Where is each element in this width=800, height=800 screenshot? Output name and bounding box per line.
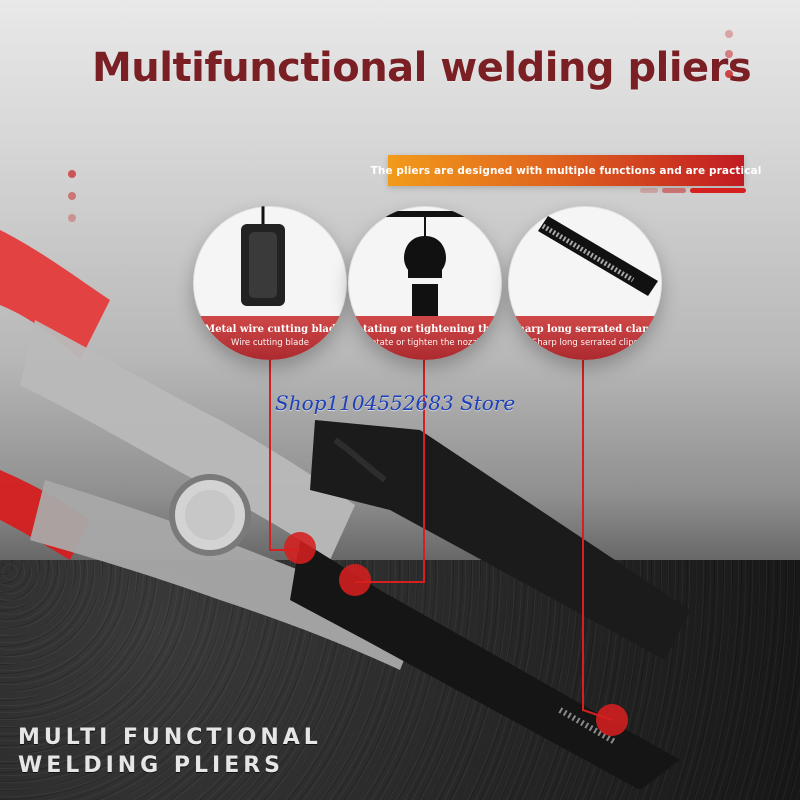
bottom-caption: MULTI FUNCTIONAL WELDING PLIERS (18, 724, 348, 779)
store-watermark: Shop1104552683 Store (275, 391, 516, 415)
feature-subtitle: Sharp long serrated clips (531, 338, 639, 348)
feature-title: Sharp long serrated clamp (510, 324, 660, 335)
page-title: Multifunctional welding pliers (92, 45, 752, 91)
feature-circle-cutting: Metal wire cutting blad Wire cutting bla… (193, 206, 347, 360)
wire-cutting-illustration (241, 206, 285, 306)
decorative-dots-top-right (723, 30, 735, 90)
decorative-dots-left (66, 170, 78, 230)
nozzle-illustration (358, 211, 492, 316)
feature-subtitle: Wire cutting blade (231, 338, 309, 348)
decorative-bar (690, 188, 746, 193)
feature-banner: The pliers are designed with multiple fu… (371, 155, 761, 186)
decorative-bar (662, 188, 686, 193)
feature-caption: Sharp long serrated clamp Sharp long ser… (508, 316, 662, 360)
feature-caption: Metal wire cutting blad Wire cutting bla… (193, 316, 347, 360)
banner-text: The pliers are designed with multiple fu… (370, 164, 762, 177)
decorative-progress-bars (640, 188, 750, 193)
decorative-bar (640, 188, 658, 193)
feature-title: Metal wire cutting blad (204, 324, 336, 335)
feature-circle-clamp: Sharp long serrated clamp Sharp long ser… (508, 206, 662, 360)
serrated-clamp-illustration (538, 216, 658, 296)
feature-subtitle: Rotate or tighten the nozzle (365, 338, 485, 348)
bottom-caption-line-2: WELDING PLIERS (18, 752, 285, 778)
bottom-caption-line-1: MULTI FUNCTIONAL (18, 725, 322, 750)
